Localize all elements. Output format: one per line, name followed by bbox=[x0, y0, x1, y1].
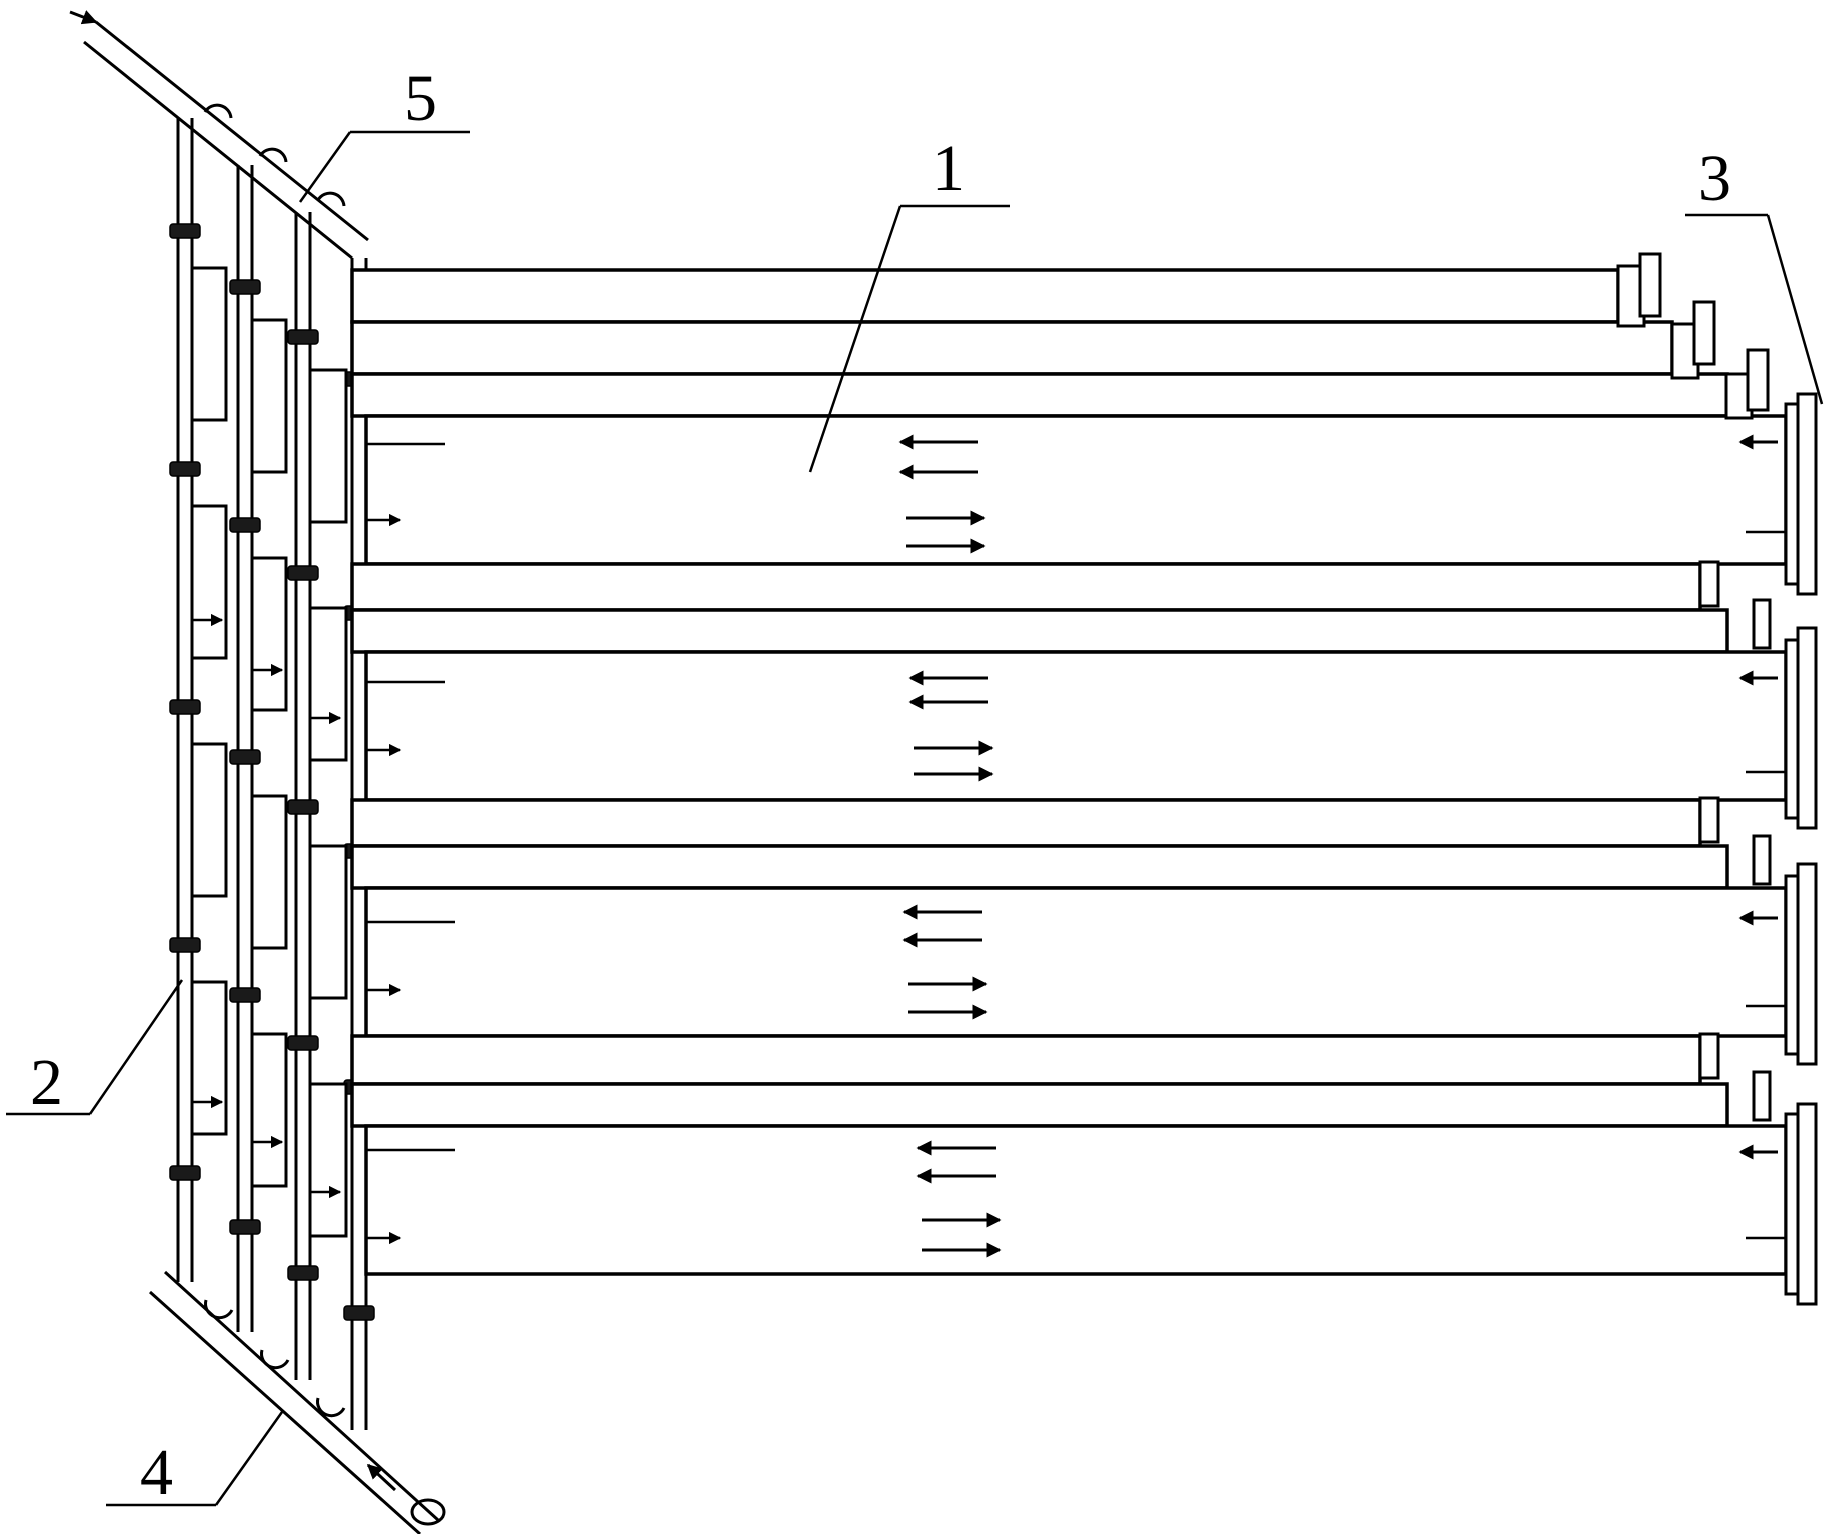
left-end-caps bbox=[190, 266, 348, 1238]
label-4: 4 bbox=[140, 1436, 173, 1509]
inlet-manifold-4 bbox=[148, 1270, 446, 1534]
right-connectors-3 bbox=[1616, 252, 1818, 1306]
outlet-manifold-5 bbox=[69, 10, 369, 260]
module-3 bbox=[364, 886, 1788, 1038]
leader-lines bbox=[6, 130, 1824, 1507]
labels: 1 5 3 2 4 bbox=[30, 62, 1731, 1509]
label-2: 2 bbox=[30, 1046, 63, 1119]
label-1: 1 bbox=[932, 132, 965, 205]
module-end-stubs bbox=[366, 442, 1786, 1245]
module-4 bbox=[364, 1124, 1788, 1276]
membrane-modules-1 bbox=[350, 268, 1788, 1276]
label-3: 3 bbox=[1698, 142, 1731, 215]
module-2 bbox=[364, 650, 1788, 802]
flow-arrows bbox=[898, 434, 1778, 1258]
module-1 bbox=[364, 414, 1788, 566]
left-branch-arrows bbox=[192, 613, 342, 1199]
label-5: 5 bbox=[404, 62, 437, 135]
